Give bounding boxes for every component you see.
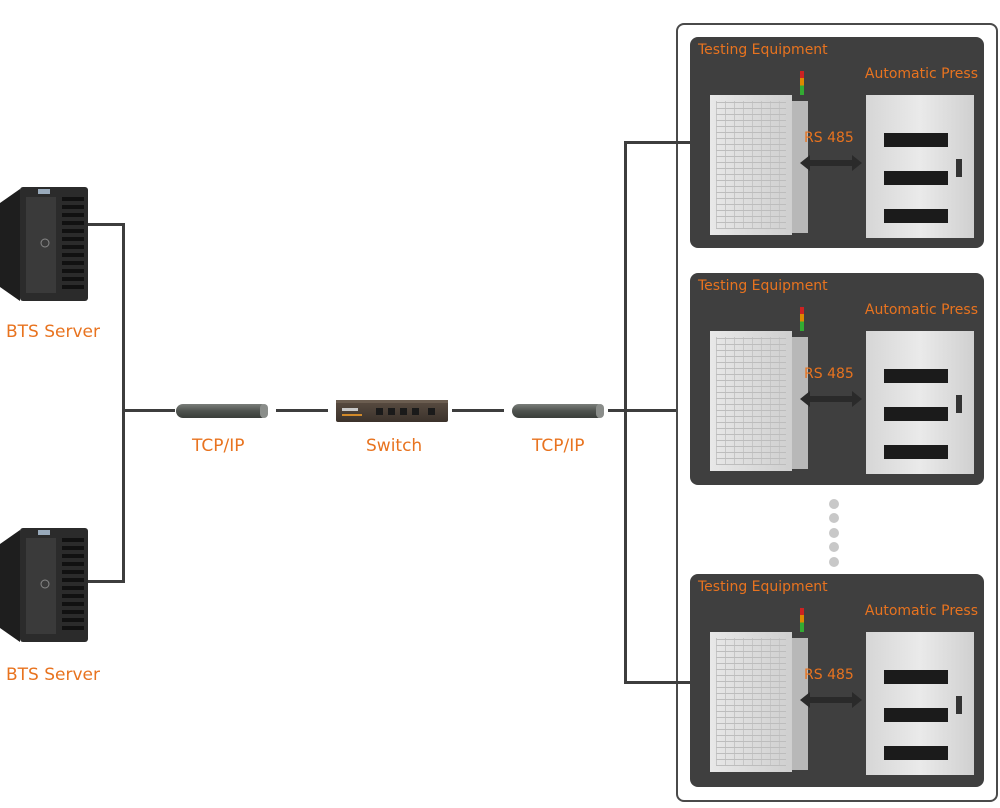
testing-equipment-icon	[710, 71, 808, 235]
connector-line	[624, 681, 694, 684]
press-label: Automatic Press	[864, 66, 978, 82]
cable-icon	[512, 404, 604, 418]
connector-line	[608, 409, 694, 412]
connector-line	[624, 141, 627, 684]
cable-icon	[176, 404, 268, 418]
server-label: BTS Server	[6, 665, 100, 685]
testing-equipment-icon	[710, 608, 808, 772]
station-panel: Testing Equipment Automatic Press RS 485	[690, 574, 984, 787]
tester-label: Testing Equipment	[698, 278, 828, 294]
testing-equipment-icon	[710, 307, 808, 471]
switch-label: Switch	[366, 436, 423, 456]
tester-label: Testing Equipment	[698, 579, 828, 595]
link-label: TCP/IP	[532, 436, 585, 456]
automatic-press-icon	[866, 331, 974, 474]
bidirectional-arrow-icon	[800, 692, 862, 708]
switch-icon	[336, 400, 448, 422]
bidirectional-arrow-icon	[800, 391, 862, 407]
connector-line	[88, 580, 125, 583]
connector-line	[122, 223, 125, 583]
rs485-label: RS 485	[804, 130, 854, 146]
rs485-label: RS 485	[804, 366, 854, 382]
automatic-press-icon	[866, 95, 974, 238]
press-label: Automatic Press	[864, 302, 978, 318]
press-label: Automatic Press	[864, 603, 978, 619]
connector-line	[122, 409, 175, 412]
connector-line	[88, 223, 125, 226]
server-icon	[0, 183, 88, 308]
station-panel: Testing Equipment Automatic Press RS 485	[690, 37, 984, 248]
server-icon	[0, 524, 88, 649]
server-label: BTS Server	[6, 322, 100, 342]
connector-line	[624, 141, 694, 144]
station-panel: Testing Equipment Automatic Press RS 485	[690, 273, 984, 485]
rs485-label: RS 485	[804, 667, 854, 683]
connector-line	[276, 409, 328, 412]
automatic-press-icon	[866, 632, 974, 775]
connector-line	[452, 409, 504, 412]
bidirectional-arrow-icon	[800, 155, 862, 171]
link-label: TCP/IP	[192, 436, 245, 456]
tester-label: Testing Equipment	[698, 42, 828, 58]
